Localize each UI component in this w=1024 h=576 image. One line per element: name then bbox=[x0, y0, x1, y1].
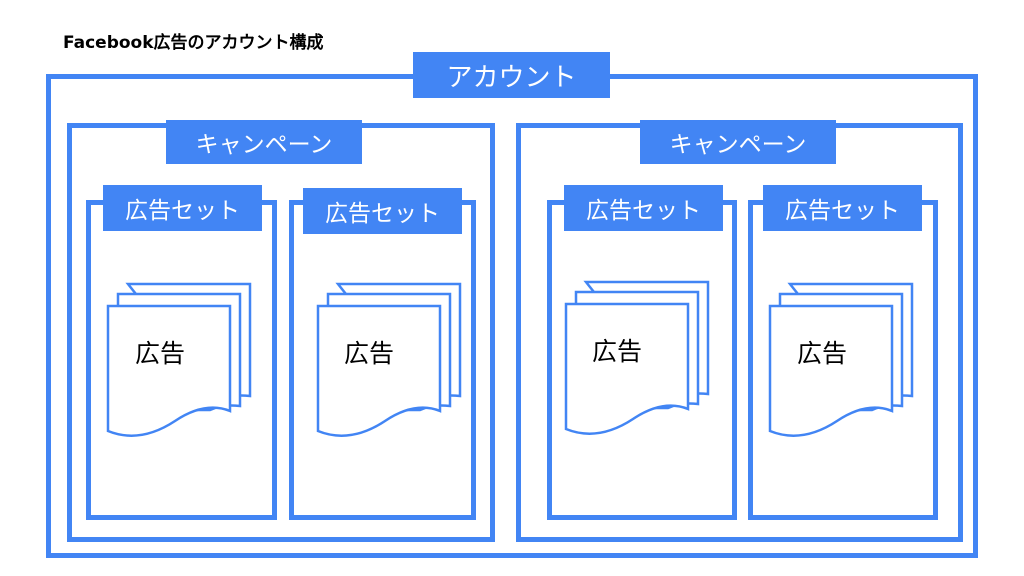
ad-document-stack-icon-3 bbox=[564, 280, 710, 435]
ad-document-stack-icon-2 bbox=[316, 282, 462, 437]
ad-document-stack-icon-4 bbox=[768, 282, 914, 437]
ad-label-2: 広告 bbox=[344, 339, 395, 368]
campaign-label-1: キャンペーン bbox=[166, 120, 362, 164]
ad-label-4: 広告 bbox=[797, 339, 848, 368]
adset-label-4: 広告セット bbox=[763, 185, 922, 231]
ad-document-stack-icon-1 bbox=[106, 282, 252, 437]
campaign-label-2: キャンペーン bbox=[640, 120, 836, 164]
account-label: アカウント bbox=[413, 52, 610, 98]
diagram-title: Facebook広告のアカウント構成 bbox=[63, 33, 324, 53]
adset-label-1: 広告セット bbox=[103, 185, 262, 231]
adset-label-2: 広告セット bbox=[303, 188, 462, 234]
ad-label-3: 広告 bbox=[592, 337, 643, 366]
ad-label-1: 広告 bbox=[135, 339, 186, 368]
adset-label-3: 広告セット bbox=[564, 185, 723, 231]
